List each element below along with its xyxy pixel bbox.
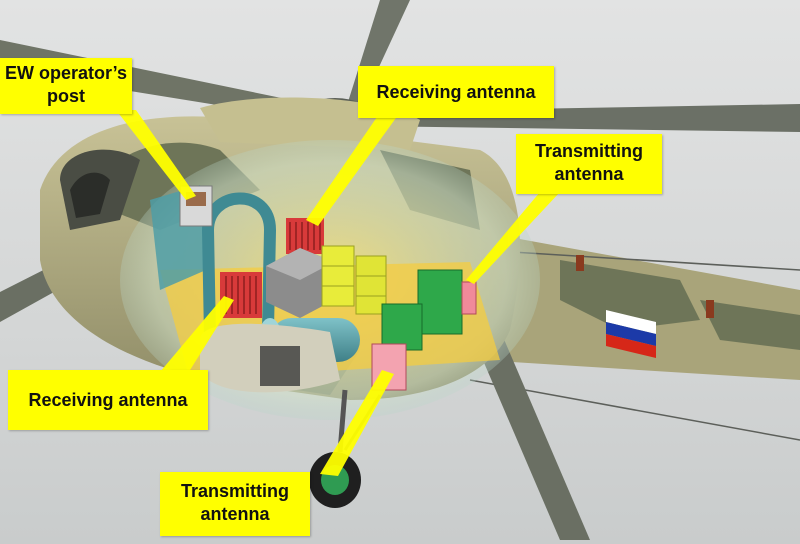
leader-receiving-top — [306, 104, 406, 226]
callout-receiving-top-text: Receiving antenna — [376, 82, 536, 102]
callout-leaders — [116, 104, 560, 476]
processing-unit — [266, 248, 334, 318]
external-tank — [200, 323, 340, 393]
callout-receiving-antenna-left: Receiving antenna — [8, 370, 208, 430]
leader-ew-post — [116, 110, 196, 200]
leader-receiving-left — [160, 296, 234, 386]
callout-ew-line1: EW operator’s — [4, 63, 128, 83]
callout-receiving-left-text: Receiving antenna — [28, 390, 188, 410]
flag-stripe-red — [606, 334, 656, 358]
equipment-racks-yellow — [321, 245, 387, 315]
transmitting-antenna-side — [461, 281, 477, 315]
russian-flag — [606, 310, 656, 358]
callout-ew-line2: post — [47, 85, 85, 106]
rotor-blade-lower — [470, 330, 590, 540]
callout-ew-operator-post: EW operator’s post — [0, 58, 132, 114]
callout-receiving-antenna-top: Receiving antenna — [358, 66, 554, 118]
callout-transmitting-right-line1: Transmitting — [534, 141, 643, 161]
callout-transmitting-bottom-line1: Transmitting — [180, 481, 289, 501]
leader-transmitting-bottom — [320, 370, 394, 476]
flag-stripe-white — [606, 310, 656, 334]
boom-antenna-1 — [576, 255, 584, 271]
callout-transmitting-antenna-right: Transmitting antenna — [516, 134, 662, 194]
callout-transmitting-bottom-line2: antenna — [200, 503, 270, 524]
flag-stripe-blue — [606, 322, 656, 346]
boom-antenna-2 — [706, 300, 714, 318]
callout-transmitting-antenna-bottom: Transmitting antenna — [160, 472, 310, 536]
leader-transmitting-right — [466, 192, 560, 284]
callout-transmitting-right-line2: antenna — [554, 163, 624, 184]
